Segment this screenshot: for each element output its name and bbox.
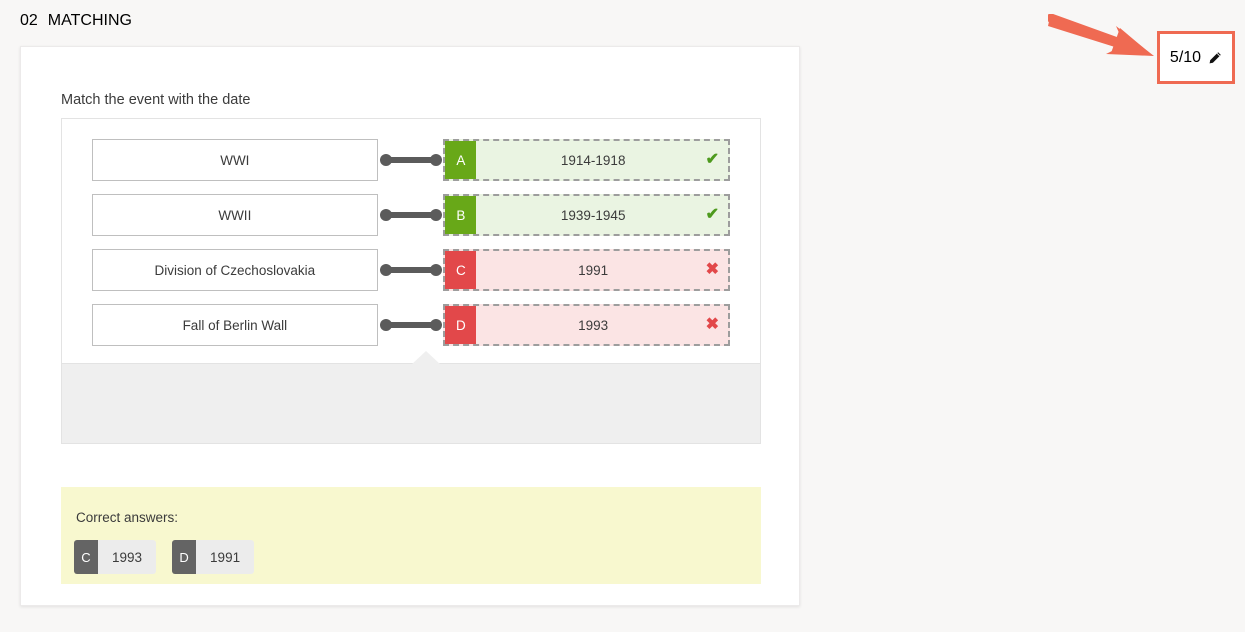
match-connector-line[interactable] — [378, 304, 444, 346]
chip-value: 1991 — [196, 540, 255, 574]
match-right-item[interactable]: D 1993 ✖ — [443, 304, 730, 346]
match-rows-container: WWI A 1914-1918 ✔ WWII — [62, 119, 760, 346]
correct-answers-panel: Correct answers: C 1993 D 1991 — [61, 487, 761, 584]
annotation-arrow-icon — [1048, 14, 1154, 56]
match-connector-line[interactable] — [378, 139, 444, 181]
match-left-item[interactable]: Fall of Berlin Wall — [92, 304, 378, 346]
matching-panel: WWI A 1914-1918 ✔ WWII — [61, 118, 761, 444]
match-letter-badge: C — [445, 251, 477, 289]
score-box[interactable]: 5/10 — [1157, 31, 1235, 84]
check-icon: ✔ — [705, 151, 719, 168]
match-left-item[interactable]: Division of Czechoslovakia — [92, 249, 378, 291]
match-left-label: WWI — [220, 152, 250, 168]
match-connector-line[interactable] — [378, 249, 444, 291]
match-answer-text: 1991 — [578, 262, 609, 278]
match-row: Division of Czechoslovakia C 1991 ✖ — [92, 249, 730, 291]
match-answer-text: 1914-1918 — [560, 152, 626, 168]
match-left-item[interactable]: WWII — [92, 194, 378, 236]
cross-icon: ✖ — [705, 261, 719, 278]
match-left-label: WWII — [218, 207, 252, 223]
score-value: 5/10 — [1169, 48, 1202, 66]
match-row: Fall of Berlin Wall D 1993 ✖ — [92, 304, 730, 346]
question-card: Match the event with the date WWI A — [20, 46, 800, 606]
match-letter-badge: D — [445, 306, 477, 344]
correct-answers-title: Correct answers: — [76, 510, 179, 525]
chip-letter-badge: C — [74, 540, 98, 574]
check-icon: ✔ — [705, 206, 719, 223]
pencil-icon[interactable] — [1208, 51, 1222, 65]
match-left-label: Division of Czechoslovakia — [154, 262, 316, 278]
cross-icon: ✖ — [705, 316, 719, 333]
correct-answer-chip: D 1991 — [172, 540, 255, 574]
question-type-label: MATCHING — [47, 12, 132, 29]
match-answer-text: 1939-1945 — [560, 207, 626, 223]
chip-value: 1993 — [98, 540, 157, 574]
match-right-item[interactable]: A 1914-1918 ✔ — [443, 139, 730, 181]
match-answer-text: 1993 — [578, 317, 609, 333]
match-letter-badge: B — [445, 196, 477, 234]
match-row: WWI A 1914-1918 ✔ — [92, 139, 730, 181]
correct-answers-list: C 1993 D 1991 — [74, 540, 255, 574]
match-right-item[interactable]: B 1939-1945 ✔ — [443, 194, 730, 236]
answer-drop-zone[interactable] — [62, 351, 760, 443]
match-left-label: Fall of Berlin Wall — [182, 317, 288, 333]
question-number: 02 — [20, 12, 38, 29]
match-right-item[interactable]: C 1991 ✖ — [443, 249, 730, 291]
match-row: WWII B 1939-1945 ✔ — [92, 194, 730, 236]
question-header: 02 MATCHING — [20, 12, 132, 30]
chip-letter-badge: D — [172, 540, 197, 574]
correct-answer-chip: C 1993 — [74, 540, 157, 574]
match-letter-badge: A — [445, 141, 477, 179]
match-connector-line[interactable] — [378, 194, 444, 236]
question-prompt: Match the event with the date — [61, 92, 251, 108]
match-left-item[interactable]: WWI — [92, 139, 378, 181]
drop-zone-caret-icon — [411, 351, 441, 365]
